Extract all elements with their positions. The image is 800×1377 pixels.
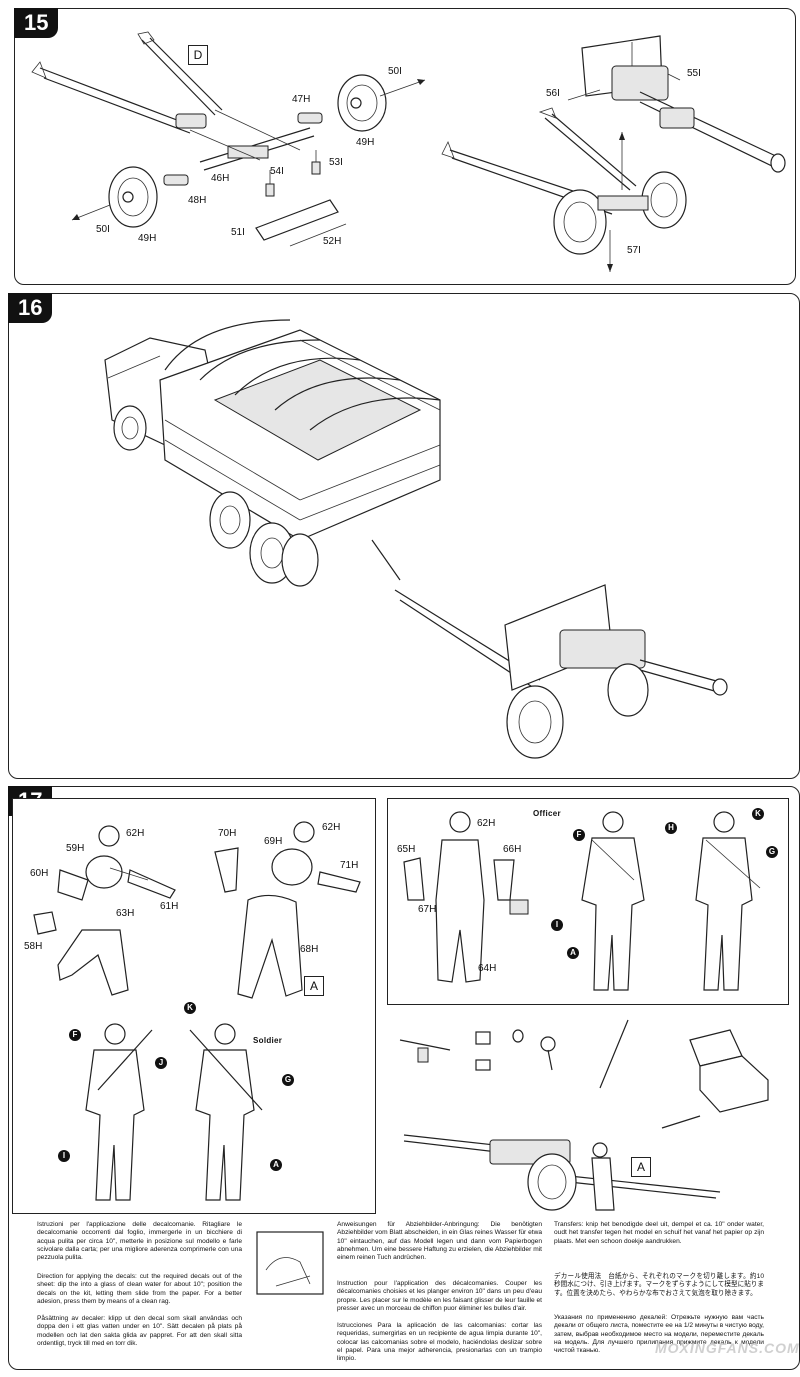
part-label: 49H xyxy=(356,137,375,148)
part-label: 48H xyxy=(188,195,207,206)
decal-marker: I xyxy=(551,919,563,931)
part-label: 59H xyxy=(66,843,85,854)
part-label: 71H xyxy=(340,860,359,871)
instructions-russian: Указания по применению декалей: Отрежьте… xyxy=(554,1314,764,1355)
part-label: 55I xyxy=(687,68,701,79)
officer-caption: Officer xyxy=(533,809,561,818)
decal-marker: A xyxy=(270,1159,282,1171)
step-17-box-letter-a1: A xyxy=(304,976,324,996)
step-17-box-letter-a2: A xyxy=(631,1157,651,1177)
instructions-english: Direction for applying the decals: cut t… xyxy=(37,1273,242,1305)
part-label: 47H xyxy=(292,94,311,105)
part-label: 49H xyxy=(138,233,157,244)
instructions-dutch: Transfers: knip het benodigde deel uit, … xyxy=(554,1221,764,1245)
part-label: 61H xyxy=(160,901,179,912)
part-label: 58H xyxy=(24,941,43,952)
step-number-16: 16 xyxy=(8,293,53,323)
part-label: 54I xyxy=(270,166,284,177)
part-label: 62H xyxy=(126,828,145,839)
step-15-illustration xyxy=(31,31,786,272)
decal-marker: H xyxy=(665,822,677,834)
soldier-caption: Soldier xyxy=(253,1036,283,1045)
part-label: 51I xyxy=(231,227,245,238)
part-label: 53I xyxy=(329,157,343,168)
part-label: 65H xyxy=(397,844,416,855)
part-label: 66H xyxy=(503,844,522,855)
instructions-japanese: デカール使用法 台紙から、それぞれのマークを切り離します。約10秒間水につけ、引… xyxy=(554,1273,764,1297)
decal-marker: F xyxy=(69,1029,81,1041)
decal-marker: G xyxy=(282,1074,294,1086)
instructions-german: Anweisungen für Abziehbilder-Anbringung:… xyxy=(337,1221,542,1262)
decal-marker: F xyxy=(573,829,585,841)
decal-marker: K xyxy=(752,808,764,820)
instructions-french: Instruction pour l'application des décal… xyxy=(337,1280,542,1312)
part-label: 46H xyxy=(211,173,230,184)
part-label: 52H xyxy=(323,236,342,247)
part-label: 68H xyxy=(300,944,319,955)
part-label: 62H xyxy=(322,822,341,833)
watermark: MOXINGFANS.COM xyxy=(655,1340,800,1356)
part-label: 64H xyxy=(478,963,497,974)
part-label: 69H xyxy=(264,836,283,847)
step-15-panel: 15 xyxy=(14,8,796,285)
part-label: 62H xyxy=(477,818,496,829)
decal-marker: A xyxy=(567,947,579,959)
decal-marker: I xyxy=(58,1150,70,1162)
decal-marker: G xyxy=(766,846,778,858)
instructions-italian: Istruzioni per l'applicazione delle deca… xyxy=(37,1221,242,1262)
instructions-swedish: Påsättning av decaler: klipp ut den deca… xyxy=(37,1315,242,1347)
part-label: 50I xyxy=(96,224,110,235)
part-label: 56I xyxy=(546,88,560,99)
step-15-box-letter: D xyxy=(188,45,208,65)
part-label: 57I xyxy=(627,245,641,256)
wheel-left-15 xyxy=(108,166,158,228)
wheel-right-15 xyxy=(337,74,387,132)
part-label: 60H xyxy=(30,868,49,879)
step-16-illustration xyxy=(104,319,728,759)
decal-marker: K xyxy=(184,1002,196,1014)
step-number-15: 15 xyxy=(14,8,59,38)
part-label: 63H xyxy=(116,908,135,919)
instructions-spanish: Istrucciones Para la aplicación de las c… xyxy=(337,1322,542,1363)
decal-marker: J xyxy=(155,1057,167,1069)
part-label: 70H xyxy=(218,828,237,839)
part-label: 50I xyxy=(388,66,402,77)
part-label: 67H xyxy=(418,904,437,915)
